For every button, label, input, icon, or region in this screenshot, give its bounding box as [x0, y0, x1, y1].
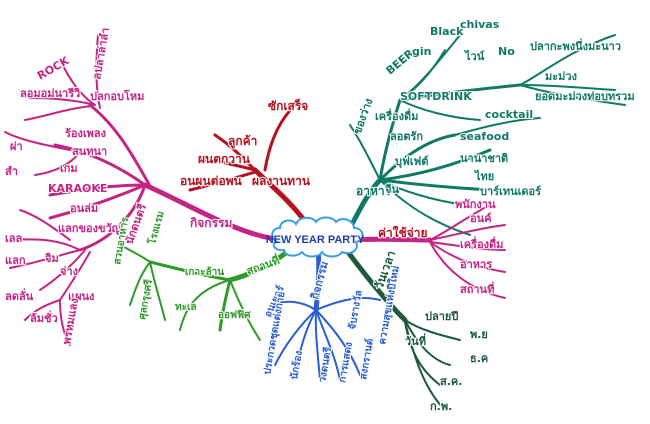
- activity-saf: ลดลั่น: [5, 288, 34, 303]
- expense-labor: พนักงาน: [455, 198, 496, 211]
- activity-song: ลปลาล่าลำ: [90, 27, 112, 81]
- activity-ton: สนทนา: [72, 145, 107, 158]
- time-jan: ก.พ.: [430, 400, 452, 413]
- time-month: ปลายปี: [425, 310, 458, 323]
- activity-lucky: อนล่ม: [70, 202, 98, 215]
- activity-rock: ROCK: [35, 54, 72, 83]
- activity-blue-g: จับรางวัล: [346, 289, 365, 330]
- food-thai2: นานาชาติ: [460, 152, 508, 165]
- activity-blue-c: นักร้อง: [288, 350, 305, 381]
- activity-sing: ร้องเพลง: [65, 127, 106, 140]
- food-chinese: จีน: [384, 183, 399, 196]
- activity-disco: ลอมอม่นารีวิ: [20, 87, 80, 100]
- food-drinks: เครื่องดื่ม: [375, 108, 418, 123]
- decor-light: ซักเสร็จ: [268, 98, 308, 113]
- branch-food-labels: อาหาร ของว่าง เครื่องดื่ม BEER SOFTDRINK…: [350, 17, 636, 199]
- center-node: NEW YEAR PARTY: [266, 216, 365, 258]
- food-cocktail: cocktail: [485, 108, 533, 121]
- time-dec: ธ.ค: [470, 352, 488, 365]
- center-cloud: [271, 216, 364, 258]
- food-buffet: บุฟเฟต์: [395, 155, 428, 169]
- activity-jan: จ่าง: [60, 265, 78, 278]
- activity-show: ปลกอบโหม: [90, 89, 144, 103]
- activity-rom: พรหมแลง: [60, 297, 81, 345]
- activity-jim: จิม: [44, 252, 58, 265]
- branch-expense-labels: ค่าใช้จ่าย พนักงาน อนค์ เครื่องดื่ม อาหา…: [377, 197, 504, 297]
- activity-game: เกม: [60, 162, 78, 175]
- food-softdrink: SOFTDRINK: [400, 90, 472, 103]
- decor-ribbon: อนผนต่อพน: [180, 174, 243, 188]
- activity-pom: ผ่า: [10, 140, 23, 153]
- food-no: No: [498, 45, 515, 58]
- food-bar: บาร์เทนเดอร์: [480, 185, 541, 198]
- food-gin: gin: [412, 45, 431, 58]
- activity-stam: ล้มชั่ว: [30, 310, 58, 325]
- time-date: วันที่: [405, 333, 426, 348]
- activity-blue-e: การแสดง: [337, 341, 355, 383]
- food-chivas: chivas: [460, 18, 500, 31]
- activity-blue-f: สงกรานต์: [357, 338, 376, 381]
- food-veg: ยอดมะม่วงท่อบทรวม: [535, 90, 635, 103]
- activity-gift: แลกของขวัญ: [58, 222, 121, 235]
- food-fish: ลอตรัก: [390, 130, 423, 143]
- place-office: ออฟฟิศ: [218, 309, 251, 321]
- decor-flower: ลูกค้า: [228, 134, 257, 149]
- place-beach: เกาะล้าน: [185, 266, 224, 278]
- activity-bed: เลล: [5, 232, 23, 245]
- place-hotel: โรงแรม: [145, 210, 167, 247]
- expense-drink: เครื่องดื่ม: [460, 236, 503, 251]
- branch-place-label: สถานที่: [244, 252, 281, 278]
- expense-food: อาหาร: [460, 258, 492, 271]
- activity-sew: สำ: [5, 165, 18, 178]
- branch-food-label: อาหาร: [356, 184, 392, 198]
- food-shrimp: มะม่วง: [545, 70, 577, 83]
- place-resort: ศุลกรุงศรี: [136, 278, 155, 321]
- activity-bed2: แลก: [5, 254, 26, 267]
- time-time: ส.ค.: [440, 375, 462, 388]
- activity-blue-b: ประกวดชุดแต่งกาย: [261, 291, 287, 376]
- food-thai: ไทย: [473, 169, 494, 183]
- branch-decor-labels: ผลงานทาน ลูกค้า ผนตกวาน อนผนต่อพน ซักเสร…: [179, 97, 312, 189]
- food-coffee: ปลากะพงนึ่งมะนาว: [530, 38, 621, 53]
- branch-decor-label: ผลงานทาน: [252, 174, 311, 188]
- branch-expense: [342, 204, 506, 299]
- branch-expense-label: ค่าใช้จ่าย: [378, 225, 428, 240]
- time-night: พ.ย: [470, 328, 488, 341]
- expense-place: สถานที่: [460, 281, 494, 296]
- food-black: Black: [430, 25, 464, 38]
- branch-decor: [188, 103, 313, 231]
- branch-activity-blue-label: กิจกรรม: [308, 260, 331, 301]
- food-snack: ของว่าง: [351, 97, 376, 136]
- activity-lang: แผนง: [68, 290, 94, 303]
- center-title: NEW YEAR PARTY: [266, 234, 365, 246]
- place-sea: ทะเล: [175, 302, 197, 313]
- food-seafood: seafood: [460, 130, 509, 143]
- food-wine: ไวน์: [463, 49, 485, 63]
- branch-time: [342, 245, 461, 411]
- branch-activity: [4, 34, 273, 346]
- decor-balloon: ผนตกวาน: [198, 152, 251, 166]
- expense-order: อนค์: [470, 212, 491, 225]
- activity-karaoke: KARAOKE: [48, 182, 107, 195]
- branch-activity-label: กิจกรรม: [190, 216, 232, 230]
- branch-place: [119, 244, 293, 341]
